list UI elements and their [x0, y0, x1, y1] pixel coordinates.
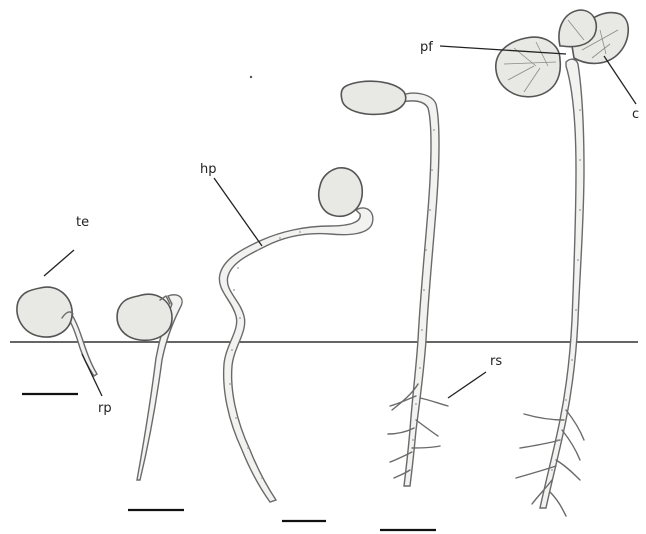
label-rs: rs	[490, 354, 502, 369]
cotyledon-left-stage-5	[496, 37, 561, 97]
seed-coat-stage-2	[117, 294, 172, 340]
leader-line-rs	[448, 372, 486, 398]
hypocotyl-stage-3	[219, 208, 373, 502]
label-rp: rp	[98, 401, 112, 416]
seedling-stage-2	[117, 294, 182, 480]
label-pf: pf	[420, 40, 433, 55]
leader-line-te	[44, 250, 74, 276]
hypocotyl-stage-5	[540, 59, 584, 508]
label-te: te	[76, 215, 89, 230]
leader-line-hp	[214, 178, 262, 246]
seed-coat-stage-3	[319, 168, 362, 216]
seedling-stage-5	[496, 10, 628, 516]
hypocotyl-stage-4	[400, 93, 439, 486]
seedling-stage-1	[17, 287, 97, 376]
seed-coat-stage-1	[17, 287, 72, 337]
seedling-stage-4	[341, 81, 448, 486]
seed-coat-stage-4	[341, 81, 406, 114]
leader-line-c	[604, 56, 636, 104]
label-hp: hp	[200, 162, 217, 177]
label-c: c	[632, 107, 639, 122]
speck	[250, 76, 252, 78]
leader-line-rp	[82, 354, 102, 396]
